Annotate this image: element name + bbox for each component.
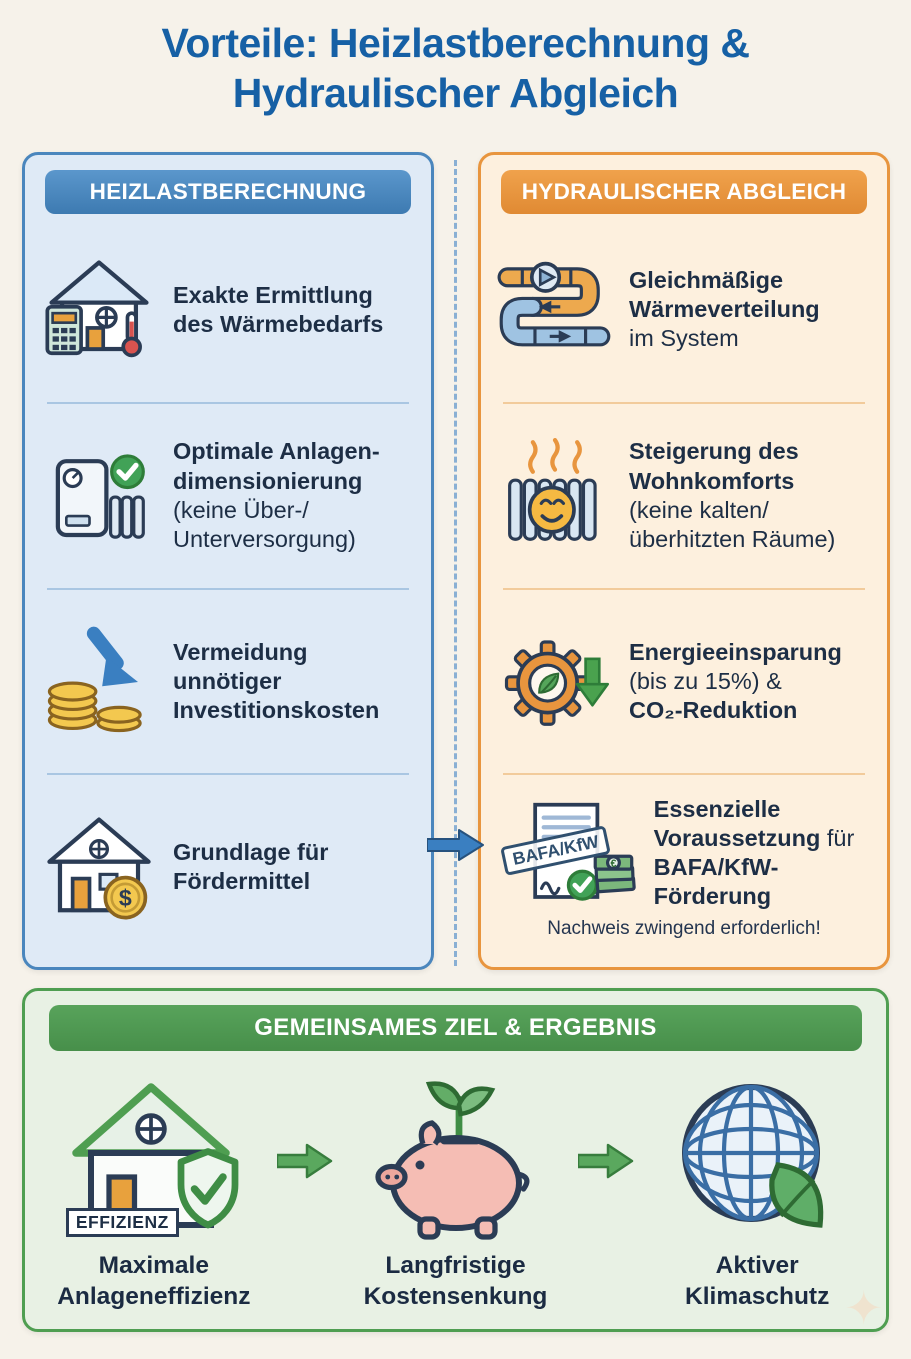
- list-item-dimensionierung: Optimale Anlagen- dimensionierung (keine…: [25, 404, 431, 588]
- hydraulischer-abgleich-header: HYDRAULISCHER ABGLEICH: [501, 170, 867, 214]
- item-text-bold: Gleichmäßige Wärmeverteilung: [629, 267, 820, 323]
- boiler-check-icon: [41, 438, 157, 554]
- list-item-wohnkomfort: Steigerung des Wohnkomforts (keine kalte…: [481, 404, 887, 588]
- divider-line: [47, 401, 409, 404]
- globe-leaf-icon: [667, 1069, 847, 1249]
- divider-line: [503, 773, 865, 776]
- item-text: Essenzielle Voraussetzung für BAFA/KfW- …: [654, 795, 855, 912]
- item-text-bold: Optimale Anlagen- dimensionierung: [173, 438, 380, 494]
- goal-label: Langfristige Kostensenkung: [363, 1252, 548, 1310]
- item-text-bold: Vermeidung unnötiger Investitionskosten: [173, 638, 380, 723]
- item-text-bold: Grundlage für Fördermittel: [173, 839, 329, 895]
- proof-required-note: Nachweis zwingend erforderlich!: [547, 918, 821, 940]
- goal-klimaschutz: Aktiver Klimaschutz: [642, 1069, 872, 1312]
- item-text-bold2: CO₂-Reduktion: [629, 696, 798, 723]
- goal-arrow-icon: [577, 1141, 634, 1186]
- item-text-bold2: BAFA/KfW- Förderung: [653, 854, 779, 910]
- item-text: Exakte Ermittlung des Wärmebedarfs: [173, 281, 383, 339]
- list-item-waermeverteilung: Gleichmäßige Wärmeverteilung im System: [481, 218, 887, 402]
- radiator-comfort-icon: [497, 437, 613, 554]
- list-item-investitionskosten: Vermeidung unnötiger Investitionskosten: [25, 590, 431, 774]
- bafa-document-icon: € BAFA/KfW: [499, 794, 640, 912]
- gemeinsames-ziel-header: GEMEINSAMES ZIEL & ERGEBNIS: [49, 1005, 862, 1051]
- item-text-normal: (bis zu 15%) &: [629, 667, 782, 694]
- svg-text:€: €: [610, 858, 616, 870]
- item-text-bold: Energieeinsparung: [629, 638, 842, 665]
- item-text-bold: Exakte Ermittlung des Wärmebedarfs: [173, 281, 384, 337]
- item-text-normal: (keine kalten/ überhitzten Räume): [629, 496, 836, 552]
- coins-savings-icon: [41, 623, 157, 739]
- goal-arrow-icon: [275, 1141, 333, 1186]
- goal-kostensenkung: Langfristige Kostensenkung: [341, 1069, 571, 1312]
- sparkle-icon: ✦: [844, 1282, 883, 1334]
- gear-leaf-icon: [497, 623, 613, 739]
- item-text-normal: für: [826, 825, 855, 851]
- divider-line: [503, 587, 865, 590]
- dashed-divider: [454, 160, 457, 966]
- item-text: Steigerung des Wohnkomforts (keine kalte…: [629, 437, 835, 554]
- house-calculator-icon: [41, 252, 157, 368]
- pipes-pump-icon: [497, 252, 613, 368]
- goal-anlageneffizienz: EFFIZIENZ Maximale Anlageneffizienz: [39, 1069, 269, 1312]
- divider-line: [47, 587, 409, 590]
- svg-text:$: $: [119, 885, 132, 911]
- heizlastberechnung-panel: HEIZLASTBERECHNUNG: [22, 152, 434, 970]
- heizlastberechnung-header: HEIZLASTBERECHNUNG: [45, 170, 411, 214]
- flow-arrow-icon: [426, 827, 485, 863]
- house-funding-icon: $: [41, 809, 157, 925]
- item-text-normal: (keine Über-/ Unterversorgung): [173, 496, 356, 552]
- list-item-foerdermittel: $ Grundlage für Fördermittel: [25, 775, 431, 959]
- page-title: Vorteile: Heizlastberechnung & Hydraulis…: [161, 20, 750, 117]
- effizienz-badge: EFFIZIENZ: [65, 1208, 179, 1237]
- efficiency-house-icon: EFFIZIENZ: [64, 1069, 244, 1249]
- piggy-bank-icon: [366, 1069, 546, 1249]
- hydraulischer-abgleich-panel: HYDRAULISCHER ABGLEICH: [478, 152, 890, 970]
- item-text: Energieeinsparung (bis zu 15%) & CO₂-Red…: [629, 638, 842, 725]
- goal-label: Aktiver Klimaschutz: [685, 1252, 830, 1310]
- item-text: Grundlage für Fördermittel: [173, 838, 328, 896]
- goal-row: EFFIZIENZ Maximale Anlageneffizienz: [25, 1057, 886, 1312]
- item-text: Vermeidung unnötiger Investitionskosten: [173, 638, 379, 725]
- item-text-normal: im System: [629, 325, 739, 352]
- gemeinsames-ziel-panel: GEMEINSAMES ZIEL & ERGEBNIS EFFIZIENZ: [22, 988, 889, 1332]
- item-text-bold: Essenzielle Voraussetzung: [653, 795, 821, 851]
- divider-line: [47, 773, 409, 776]
- item-text: Gleichmäßige Wärmeverteilung im System: [629, 266, 820, 353]
- goal-label: Maximale Anlageneffizienz: [57, 1252, 251, 1310]
- divider-line: [503, 401, 865, 404]
- item-text: Optimale Anlagen- dimensionierung (keine…: [173, 437, 380, 554]
- list-item-bafa-kfw: € BAFA/KfW Essenzielle Voraussetzung für…: [481, 775, 887, 959]
- list-item-waermebedarf: Exakte Ermittlung des Wärmebedarfs: [25, 218, 431, 402]
- list-item-energieeinsparung: Energieeinsparung (bis zu 15%) & CO₂-Red…: [481, 590, 887, 774]
- item-text-bold: Steigerung des Wohnkomforts: [629, 438, 799, 494]
